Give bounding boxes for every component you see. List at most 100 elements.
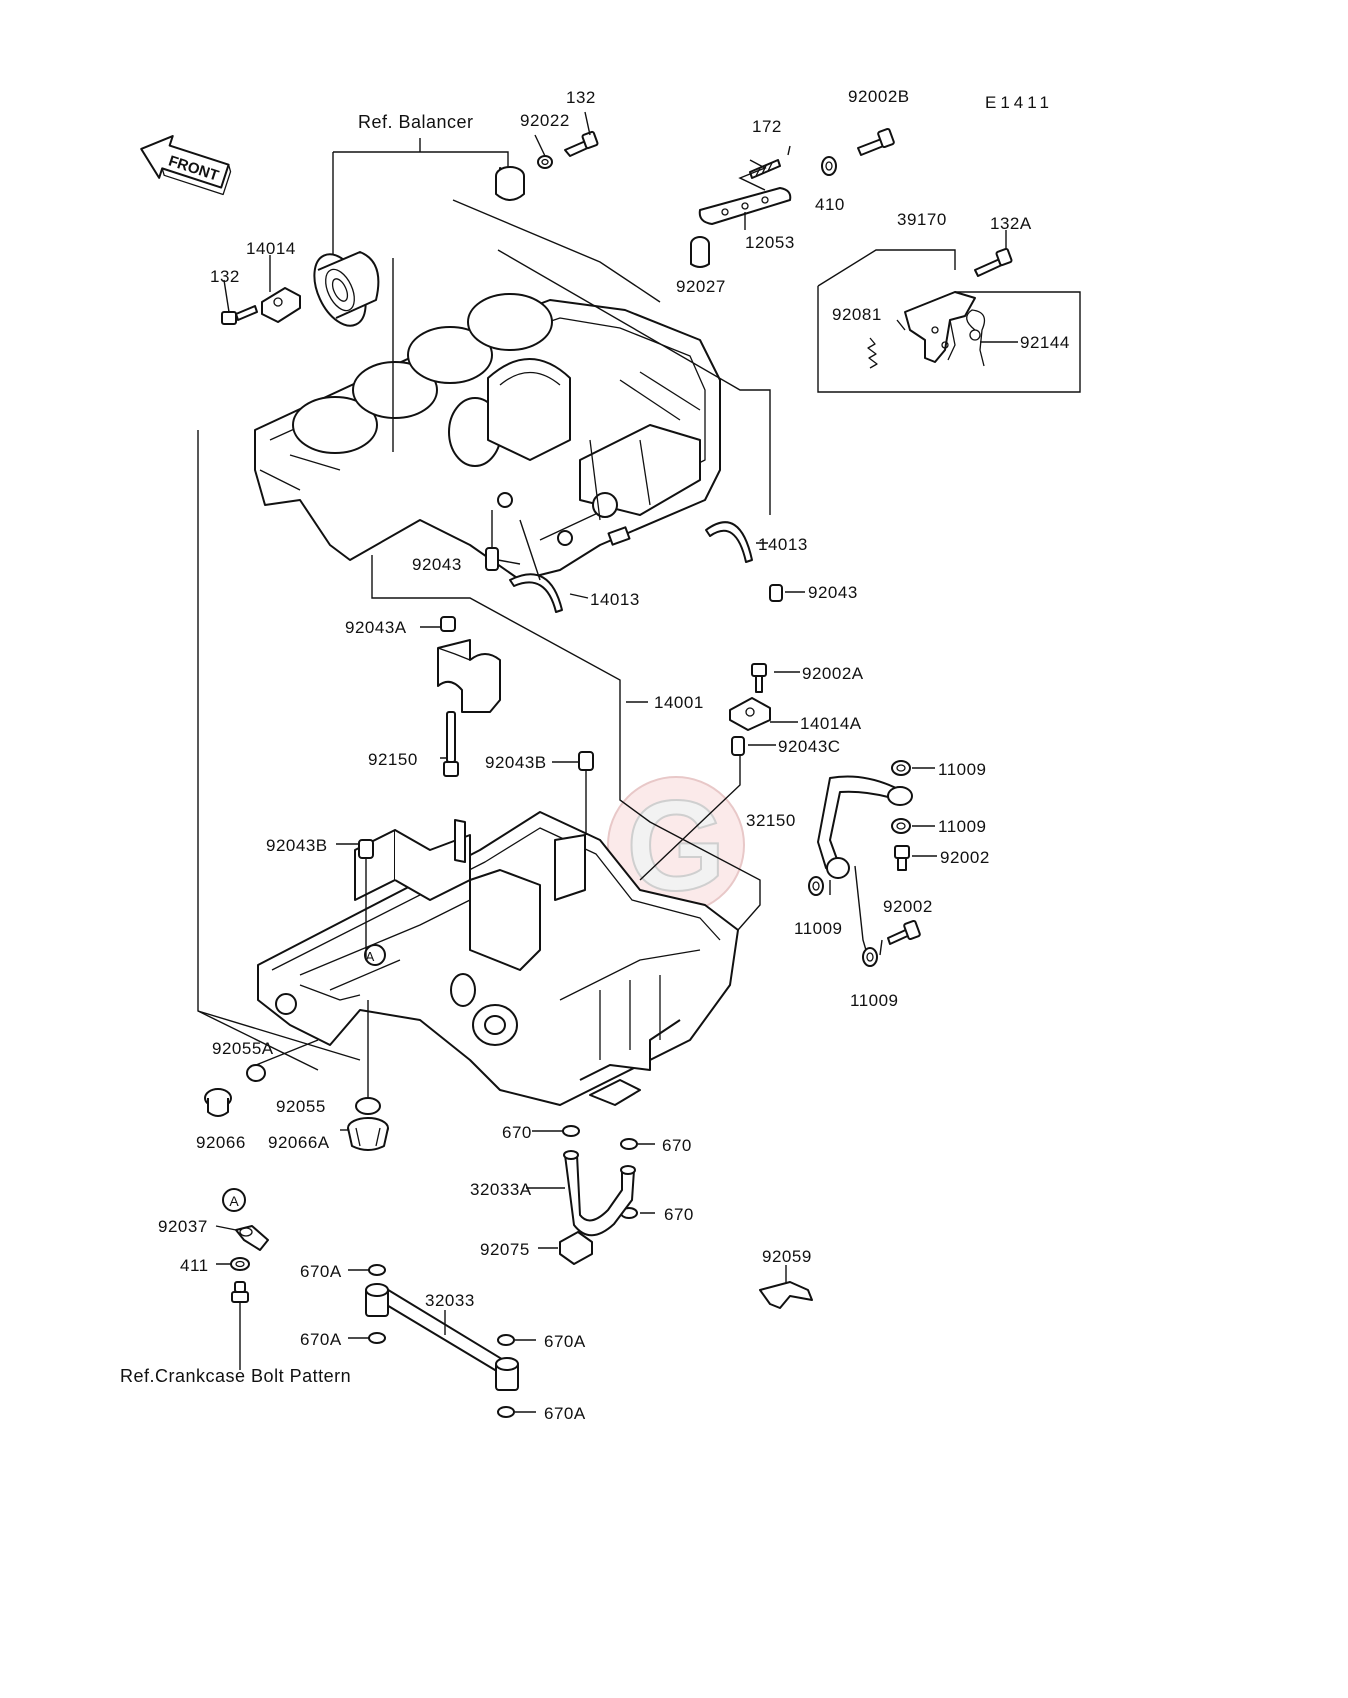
- label-670-c: 670: [664, 1205, 694, 1224]
- label-14001: 14001: [654, 693, 704, 712]
- part-132-bolt-left: [221, 305, 258, 325]
- lower-crankcase-half: A: [257, 811, 739, 1106]
- label-172: 172: [752, 117, 782, 136]
- label-92043-right: 92043: [808, 583, 858, 602]
- part-92027-bushing: [690, 236, 710, 268]
- part-39170-bracket: [904, 291, 976, 363]
- label-92027: 92027: [676, 277, 726, 296]
- label-11009-c: 11009: [794, 919, 843, 938]
- part-670A-oring-a: [368, 1264, 386, 1276]
- part-14014A-clamp: [729, 697, 771, 731]
- part-92043B-dowel-a: [578, 751, 594, 771]
- label-32150: 32150: [746, 811, 796, 830]
- label-92075: 92075: [480, 1240, 530, 1259]
- label-92022: 92022: [520, 111, 570, 130]
- label-92144: 92144: [1020, 333, 1070, 352]
- label-92150: 92150: [368, 750, 418, 769]
- label-11009-b: 11009: [938, 817, 987, 836]
- part-balancer-bearing: [313, 251, 380, 327]
- label-670A-d: 670A: [544, 1404, 586, 1423]
- label-92002-a: 92002: [940, 848, 990, 867]
- label-92066: 92066: [196, 1133, 246, 1152]
- part-670-oring-a: [562, 1125, 580, 1137]
- label-14014A: 14014A: [800, 714, 862, 733]
- part-670A-oring-c: [497, 1334, 515, 1346]
- label-92002A: 92002A: [802, 664, 864, 683]
- part-92043-dowel-right: [769, 584, 783, 602]
- part-92022-washer: [537, 155, 553, 169]
- part-11009-washer-c: [808, 876, 824, 896]
- part-132-bolt-top: [564, 130, 599, 157]
- part-crankcase-bolt: [231, 1281, 249, 1303]
- label-92081: 92081: [832, 305, 882, 324]
- label-92002-b: 92002: [883, 897, 933, 916]
- label-132-left: 132: [210, 267, 240, 286]
- part-670A-oring-b: [368, 1332, 386, 1344]
- label-14013-right: 14013: [758, 535, 808, 554]
- ref-balancer-label: Ref. Balancer: [358, 112, 474, 132]
- marker-a-lower: A: [222, 1188, 246, 1212]
- part-11009-washer-b: [891, 818, 911, 834]
- part-92002A-bolt: [751, 663, 767, 693]
- label-670A-a: 670A: [300, 1262, 342, 1281]
- part-92144-spring: [966, 309, 986, 367]
- part-11009-washer-d: [862, 947, 878, 967]
- label-12053: 12053: [745, 233, 795, 252]
- label-11009-d: 11009: [850, 991, 899, 1010]
- label-92037: 92037: [158, 1217, 208, 1236]
- label-670-b: 670: [662, 1136, 692, 1155]
- part-32033-pipe: [365, 1283, 519, 1391]
- label-92043B-b: 92043B: [266, 836, 328, 855]
- label-670A-c: 670A: [544, 1332, 586, 1351]
- part-92002B-bolt: [857, 127, 895, 156]
- part-92059-clip: [759, 1281, 813, 1309]
- part-92043B-dowel-b: [358, 839, 374, 859]
- part-32150-oil-pipe: [817, 775, 913, 879]
- label-92002B: 92002B: [848, 87, 910, 106]
- part-92002-bolt-b: [887, 919, 921, 945]
- part-132A-bolt: [974, 247, 1013, 277]
- label-92055A: 92055A: [212, 1039, 274, 1058]
- part-11009-washer-a: [891, 760, 911, 776]
- part-bushing-balancer: [495, 166, 525, 201]
- part-14013-shell-left: [509, 573, 563, 613]
- part-92037-clamp: [235, 1225, 269, 1251]
- label-132-top: 132: [566, 88, 596, 107]
- part-670A-oring-d: [497, 1406, 515, 1418]
- ref-crankcase-bolt-pattern: Ref.Crankcase Bolt Pattern: [120, 1366, 351, 1386]
- part-92055-oring: [355, 1097, 381, 1115]
- label-92043C: 92043C: [778, 737, 841, 756]
- label-92066A: 92066A: [268, 1133, 330, 1152]
- label-92043B-a: 92043B: [485, 753, 547, 772]
- upper-crankcase-half: [254, 293, 721, 581]
- part-92066-plug: [204, 1088, 232, 1117]
- part-172-stud: [749, 159, 781, 179]
- part-92055A-oring: [246, 1064, 266, 1082]
- part-92002-bolt-a: [894, 845, 910, 871]
- part-crankshaft-cap: [437, 639, 501, 713]
- part-92043C-dowel: [731, 736, 745, 756]
- label-11009-a: 11009: [938, 760, 987, 779]
- marker-a-label: A: [229, 1193, 239, 1209]
- label-14014: 14014: [246, 239, 296, 258]
- label-411: 411: [180, 1256, 209, 1275]
- label-14013-left: 14013: [590, 590, 640, 609]
- label-670-a: 670: [502, 1123, 532, 1142]
- part-92066A-plug: [347, 1117, 389, 1151]
- part-12053-plate: [698, 187, 792, 225]
- diagram-code: E1411: [985, 93, 1053, 112]
- label-132A: 132A: [990, 214, 1032, 233]
- label-92043A: 92043A: [345, 618, 407, 637]
- ref-balancer-bracket: [332, 138, 509, 258]
- part-411-washer: [230, 1257, 250, 1271]
- label-92059: 92059: [762, 1247, 812, 1266]
- label-410: 410: [815, 195, 845, 214]
- part-410-washer: [821, 156, 837, 176]
- part-14014-clamp: [261, 287, 301, 323]
- label-670A-b: 670A: [300, 1330, 342, 1349]
- label-92043-upper: 92043: [412, 555, 462, 574]
- part-92075-grommet: [559, 1231, 593, 1265]
- label-32033: 32033: [425, 1291, 475, 1310]
- part-14013-shell-right: [705, 521, 753, 563]
